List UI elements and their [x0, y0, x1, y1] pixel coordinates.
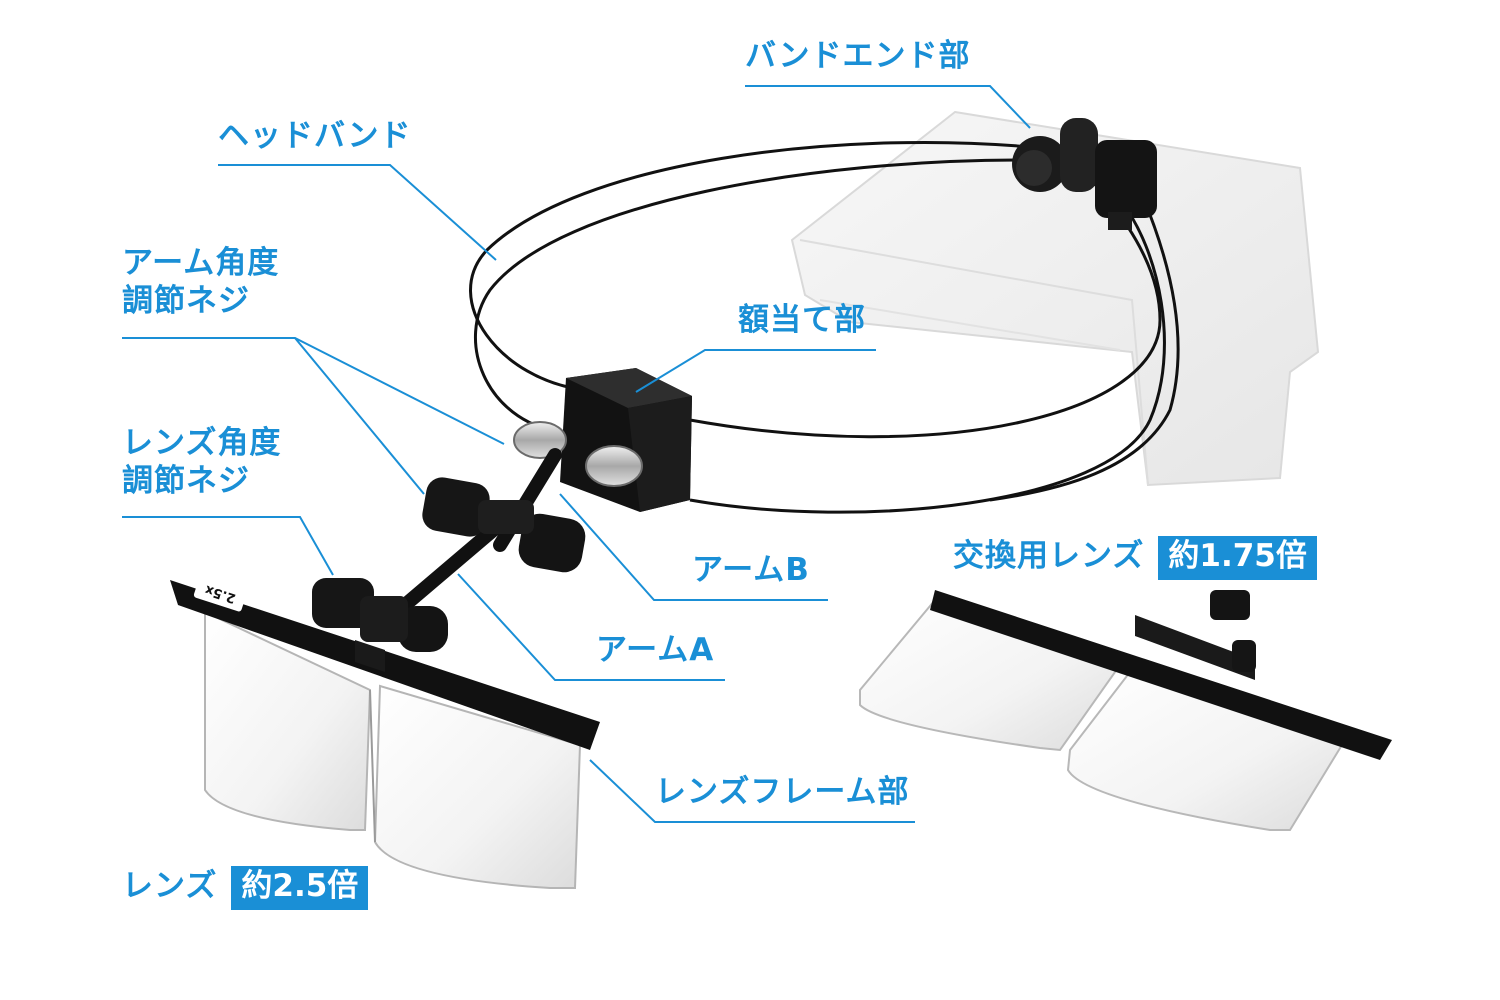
- label-lens-angle-screw-line1: レンズ角度: [122, 425, 282, 461]
- label-lens: レンズ約2.5倍: [122, 866, 369, 910]
- label-arm-angle-screw-line2: 調節ネジ: [122, 282, 250, 319]
- display-stand: [790, 110, 1320, 487]
- label-arm-b: アームB: [692, 552, 810, 588]
- label-arm-angle-screw: アーム角度 調節ネジ: [122, 245, 279, 321]
- label-arm-angle-screw-line1: アーム角度: [122, 245, 280, 281]
- leader-lens-frame: [589, 759, 915, 823]
- replacement-lens-assembly: [859, 590, 1392, 831]
- leader-arm-a: [457, 573, 725, 681]
- leader-forehead: [635, 349, 876, 393]
- leader-headband: [218, 164, 497, 261]
- label-forehead: 額当て部: [738, 302, 866, 338]
- arm-assembly: [312, 448, 586, 652]
- label-replacement-lens-text: 交換用レンズ: [953, 538, 1145, 574]
- leader-lines: [122, 85, 1031, 823]
- leader-arm-b: [559, 493, 828, 601]
- badge-replacement-lens-magnification: 約1.75倍: [1158, 536, 1317, 580]
- badge-lens-magnification: 約2.5倍: [231, 866, 369, 910]
- forehead-block: [560, 368, 692, 512]
- label-headband: ヘッドバンド: [218, 118, 412, 154]
- leader-lens-screw: [122, 516, 334, 576]
- leader-band-end: [745, 85, 1031, 129]
- label-lens-angle-screw: レンズ角度 調節ネジ: [122, 425, 281, 501]
- leader-arm-screw-b: [294, 337, 425, 495]
- label-arm-a: アームA: [596, 632, 715, 668]
- label-band-end: バンドエンド部: [745, 38, 971, 74]
- label-lens-text: レンズ: [122, 868, 218, 904]
- main-lens-assembly: 2.5x: [170, 578, 600, 889]
- band-end-part: [1012, 118, 1157, 230]
- label-lens-frame: レンズフレーム部: [655, 774, 910, 810]
- label-replacement-lens: 交換用レンズ約1.75倍: [953, 536, 1317, 580]
- label-lens-angle-screw-line2: 調節ネジ: [122, 462, 250, 499]
